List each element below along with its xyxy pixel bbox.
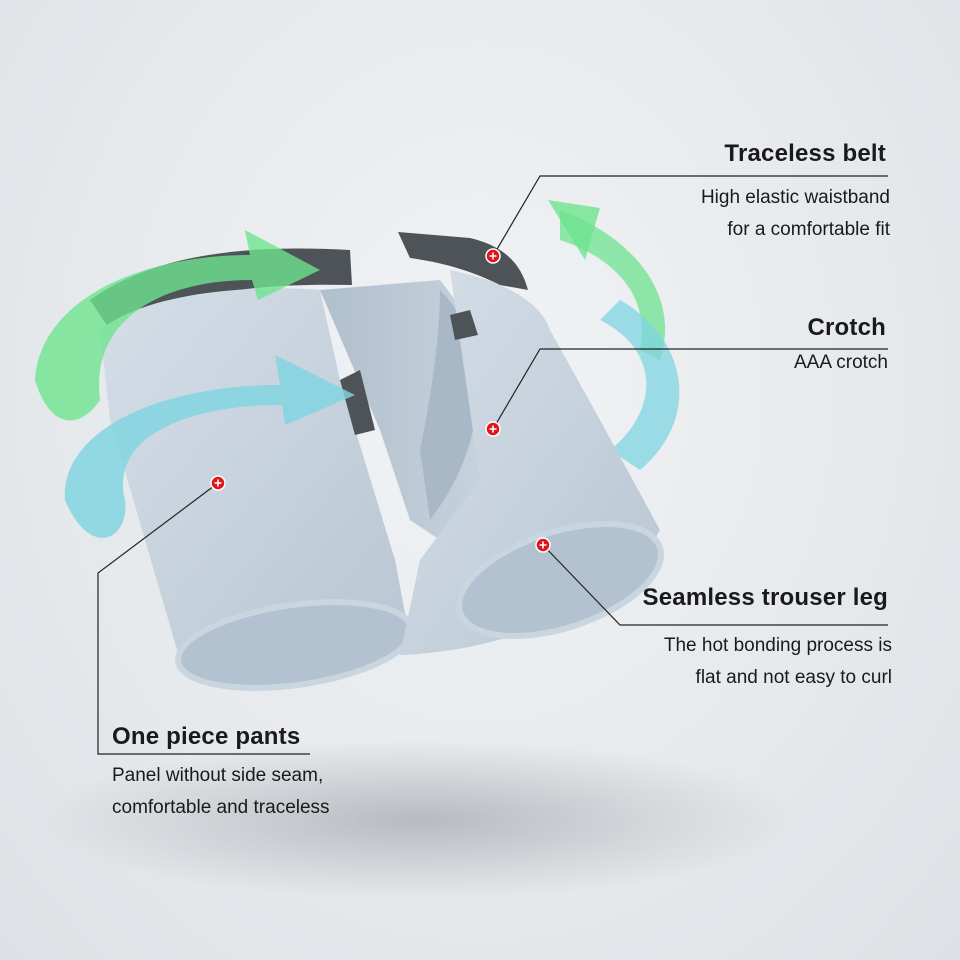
marker-traceless-belt-icon bbox=[485, 248, 501, 264]
seamless-leg-desc-line-2: flat and not easy to curl bbox=[695, 667, 892, 688]
waistband-right bbox=[398, 232, 528, 290]
blue-arrow-front bbox=[64, 355, 356, 538]
right-leg-opening bbox=[456, 520, 664, 640]
marker-one-piece-icon bbox=[210, 475, 226, 491]
crotch-desc-line-1: AAA crotch bbox=[794, 352, 888, 373]
green-arrow-head-right bbox=[548, 200, 600, 260]
traceless-belt-title: Traceless belt bbox=[724, 140, 886, 167]
leader-line-crotch bbox=[492, 348, 888, 430]
markers bbox=[210, 248, 551, 553]
one-piece-desc: Panel without side seam, comfortable and… bbox=[112, 760, 330, 824]
floor-shadow bbox=[40, 740, 800, 900]
crotch-desc: AAA crotch bbox=[794, 347, 888, 379]
left-leg-panel bbox=[100, 288, 410, 664]
inner-dark-strip bbox=[340, 370, 375, 435]
traceless-belt-desc-line-2: for a comfortable fit bbox=[727, 219, 890, 240]
marker-crotch-icon bbox=[485, 421, 501, 437]
traceless-belt-desc: High elastic waistband for a comfortable… bbox=[701, 182, 890, 246]
one-piece-title: One piece pants bbox=[112, 723, 301, 750]
crotch-title: Crotch bbox=[807, 314, 886, 341]
marker-seamless-leg-icon bbox=[535, 537, 551, 553]
green-arrow-front bbox=[35, 230, 320, 421]
leader-line-traceless-belt bbox=[492, 175, 888, 257]
seamless-leg-title: Seamless trouser leg bbox=[642, 584, 888, 611]
inner-dark-strip-2 bbox=[450, 310, 478, 340]
traceless-belt-desc-line-1: High elastic waistband bbox=[700, 187, 890, 208]
leader-line-one-piece bbox=[97, 482, 310, 755]
seamless-leg-desc-line-1: The hot bonding process is bbox=[663, 635, 892, 656]
leader-line-seamless-leg bbox=[542, 544, 888, 626]
seamless-leg-desc: The hot bonding process is flat and not … bbox=[664, 630, 892, 694]
blue-arrow-back-right bbox=[600, 300, 680, 470]
one-piece-desc-line-1: Panel without side seam, bbox=[112, 765, 324, 786]
leader-lines bbox=[97, 175, 888, 755]
one-piece-desc-line-2: comfortable and traceless bbox=[112, 797, 330, 818]
